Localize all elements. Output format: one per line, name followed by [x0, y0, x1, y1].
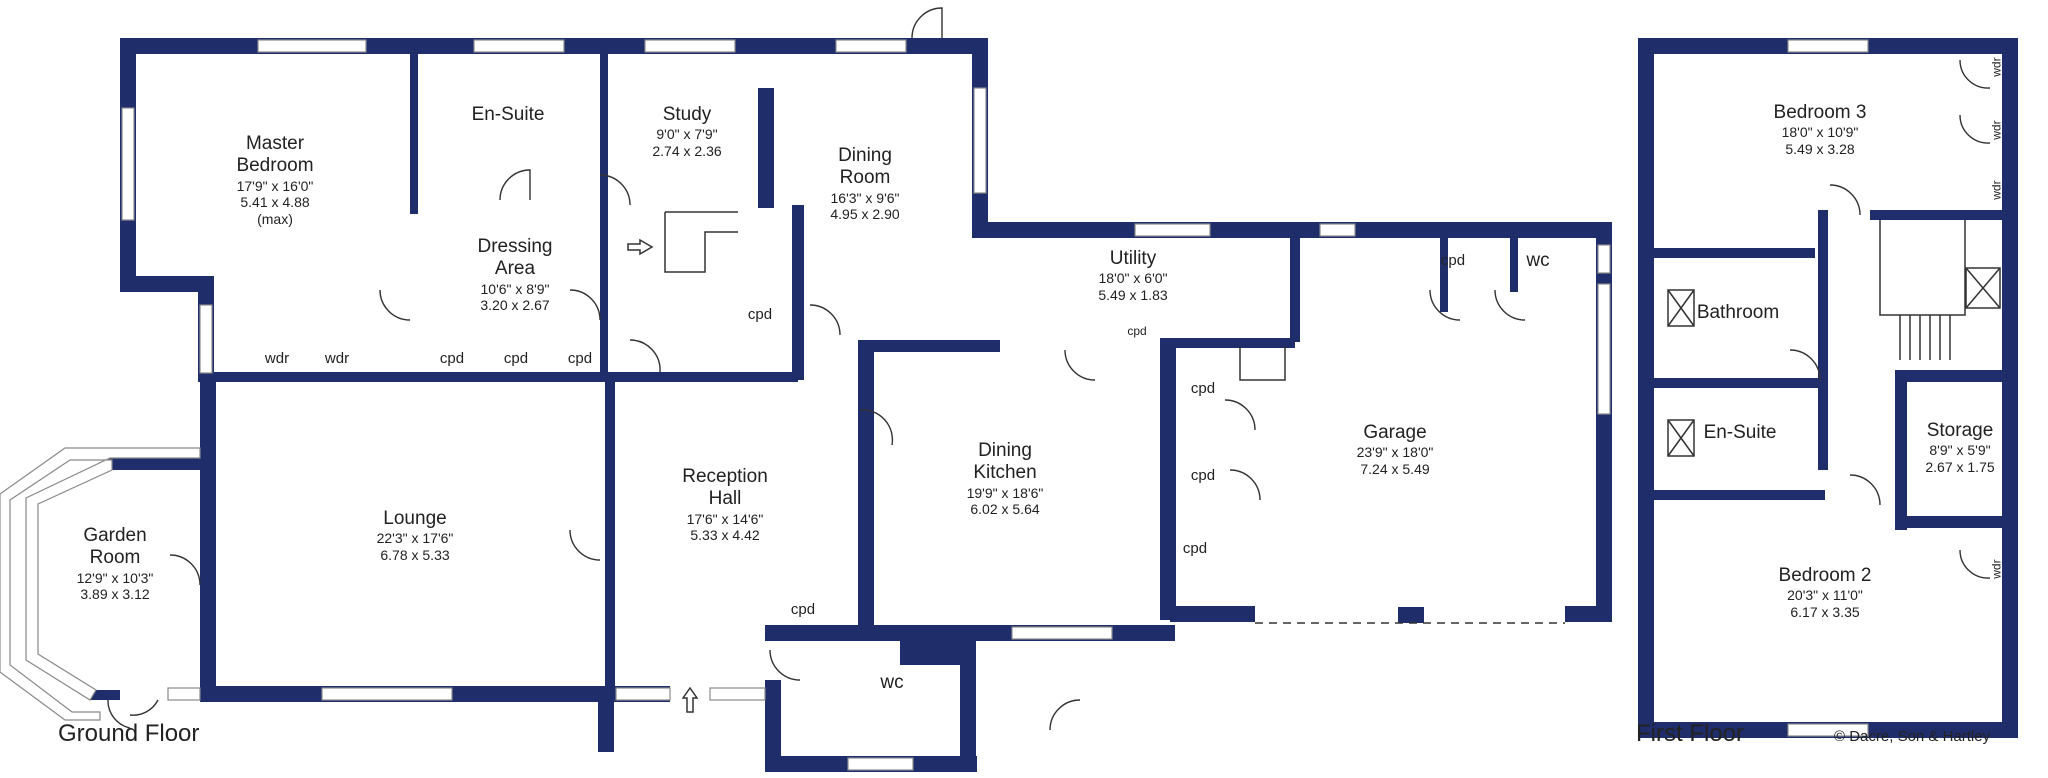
bedroom2-imperial: 20'3" x 11'0": [1787, 587, 1863, 604]
utility-metric: 5.49 x 1.83: [1098, 286, 1168, 303]
garage-label: Garage 23'9" x 18'0" 7.24 x 5.49: [1325, 422, 1465, 477]
bedroom2-name: Bedroom 2: [1778, 565, 1872, 586]
study-label: Study 9'0" x 7'9" 2.74 x 2.36: [622, 104, 752, 159]
master-bedroom-metric: 5.41 x 4.88: [240, 194, 310, 211]
cpd-label-4: cpd: [747, 306, 773, 323]
dining-kitchen-label: Dining Kitchen 19'9" x 18'6" 6.02 x 5.64: [935, 440, 1075, 518]
garage-imperial: 23'9" x 18'0": [1356, 444, 1434, 461]
cpd-label-6: cpd: [1127, 324, 1147, 338]
bathroom-label: Bathroom: [1688, 302, 1788, 324]
dining-kitchen-imperial: 19'9" x 18'6": [966, 484, 1044, 501]
master-bedroom-name-2: Bedroom: [236, 155, 314, 177]
lounge-name: Lounge: [383, 508, 447, 529]
utility-imperial: 18'0" x 6'0": [1098, 270, 1168, 287]
cpd-label-2: cpd: [503, 350, 529, 367]
wdr-label-2: wdr: [324, 350, 350, 367]
wdr-label-5: wdr: [1983, 180, 2011, 200]
lounge-imperial: 22'3" x 17'6": [376, 530, 454, 547]
master-bedroom-name-1: Master: [245, 133, 305, 154]
study-metric: 2.74 x 2.36: [652, 142, 722, 159]
bedroom2-metric: 6.17 x 3.35: [1790, 603, 1860, 620]
lounge-metric: 6.78 x 5.33: [380, 546, 450, 563]
garage-metric: 7.24 x 5.49: [1360, 460, 1430, 477]
garden-room-name-1: Garden: [83, 525, 147, 546]
wc-hall-label: wc: [862, 672, 922, 694]
dining-room-name-1: Dining: [838, 145, 892, 166]
cpd-label-1: cpd: [439, 350, 465, 367]
ground-floor-title: Ground Floor: [58, 720, 200, 747]
reception-hall-name-2: Hall: [708, 488, 742, 510]
reception-hall-metric: 5.33 x 4.42: [690, 527, 760, 544]
windows: [121, 39, 1869, 771]
garden-room-walls: [0, 447, 201, 721]
storage-label: Storage 8'9" x 5'9" 2.67 x 1.75: [1910, 420, 2010, 475]
garden-room-name-2: Room: [89, 547, 141, 569]
bathroom-name: Bathroom: [1696, 302, 1780, 323]
en-suite-ground-label: En-Suite: [448, 104, 568, 126]
wdr-label-3-text: wdr: [1989, 57, 2004, 77]
bedroom3-label: Bedroom 3 18'0" x 10'9" 5.49 x 3.28: [1750, 102, 1890, 157]
copyright-text: © Dacre, Son & Hartley: [1834, 728, 1991, 745]
wdr-label-1: wdr: [264, 350, 290, 367]
study-imperial: 9'0" x 7'9": [656, 126, 718, 143]
garden-room-label: Garden Room 12'9" x 10'3" 3.89 x 3.12: [40, 525, 190, 603]
cpd-label-3: cpd: [567, 350, 593, 367]
dining-room-name-2: Room: [839, 167, 891, 189]
wc-hall-name: wc: [880, 672, 904, 693]
storage-name: Storage: [1926, 420, 1994, 441]
dining-kitchen-name-1: Dining: [978, 440, 1032, 461]
en-suite-ground-name: En-Suite: [471, 104, 545, 125]
skylights: [1667, 267, 2001, 457]
garage-name: Garage: [1363, 422, 1427, 443]
wdr-label-3: wdr: [1983, 57, 2011, 77]
master-bedroom-imperial: 17'9" x 16'0": [236, 177, 314, 194]
wdr-label-6-text: wdr: [1989, 559, 2004, 579]
wc-garage-name: wc: [1526, 250, 1550, 271]
wdr-label-4-text: wdr: [1989, 120, 2004, 140]
entrance-arrows: [627, 238, 699, 713]
dressing-area-label: Dressing Area 10'6" x 8'9" 3.20 x 2.67: [455, 236, 575, 314]
cpd-label-10: cpd: [1440, 252, 1466, 269]
master-bedroom-note: (max): [257, 210, 293, 227]
cpd-label-8: cpd: [1190, 467, 1216, 484]
cpd-label-5: cpd: [790, 601, 816, 618]
dining-room-label: Dining Room 16'3" x 9'6" 4.95 x 2.90: [800, 145, 930, 223]
cpd-label-9: cpd: [1182, 540, 1208, 557]
wdr-label-6: wdr: [1983, 559, 2011, 579]
master-bedroom-label: Master Bedroom 17'9" x 16'0" 5.41 x 4.88…: [200, 133, 350, 227]
reception-hall-name-1: Reception: [682, 466, 768, 487]
cpd-label-7: cpd: [1190, 380, 1216, 397]
dressing-area-name-1: Dressing: [477, 236, 553, 257]
dressing-area-name-2: Area: [494, 258, 536, 280]
dressing-area-imperial: 10'6" x 8'9": [480, 280, 550, 297]
reception-hall-imperial: 17'6" x 14'6": [686, 510, 764, 527]
garden-room-imperial: 12'9" x 10'3": [76, 569, 154, 586]
bedroom3-name: Bedroom 3: [1773, 102, 1867, 123]
bedroom3-metric: 5.49 x 3.28: [1785, 140, 1855, 157]
dining-room-metric: 4.95 x 2.90: [830, 206, 900, 223]
study-name: Study: [662, 104, 712, 125]
dressing-area-metric: 3.20 x 2.67: [480, 297, 550, 314]
garden-room-metric: 3.89 x 3.12: [80, 586, 150, 603]
stairs: [664, 211, 1966, 381]
utility-name: Utility: [1109, 248, 1157, 269]
dining-kitchen-name-2: Kitchen: [973, 462, 1037, 484]
en-suite-first-name: En-Suite: [1703, 422, 1777, 443]
wc-garage-label: wc: [1508, 250, 1568, 272]
wdr-label-5-text: wdr: [1989, 180, 2004, 200]
dining-kitchen-metric: 6.02 x 5.64: [970, 501, 1040, 518]
storage-metric: 2.67 x 1.75: [1925, 458, 1995, 475]
doors: [107, 7, 1991, 731]
reception-hall-label: Reception Hall 17'6" x 14'6" 5.33 x 4.42: [655, 466, 795, 544]
en-suite-first-label: En-Suite: [1690, 422, 1790, 444]
lounge-label: Lounge 22'3" x 17'6" 6.78 x 5.33: [345, 508, 485, 563]
bedroom3-imperial: 18'0" x 10'9": [1781, 124, 1859, 141]
first-floor-title: First Floor: [1636, 720, 1744, 747]
wdr-label-4: wdr: [1983, 120, 2011, 140]
bedroom2-label: Bedroom 2 20'3" x 11'0" 6.17 x 3.35: [1755, 565, 1895, 620]
storage-imperial: 8'9" x 5'9": [1929, 442, 1991, 459]
utility-label: Utility 18'0" x 6'0" 5.49 x 1.83: [1068, 248, 1198, 303]
dining-room-imperial: 16'3" x 9'6": [830, 189, 900, 206]
